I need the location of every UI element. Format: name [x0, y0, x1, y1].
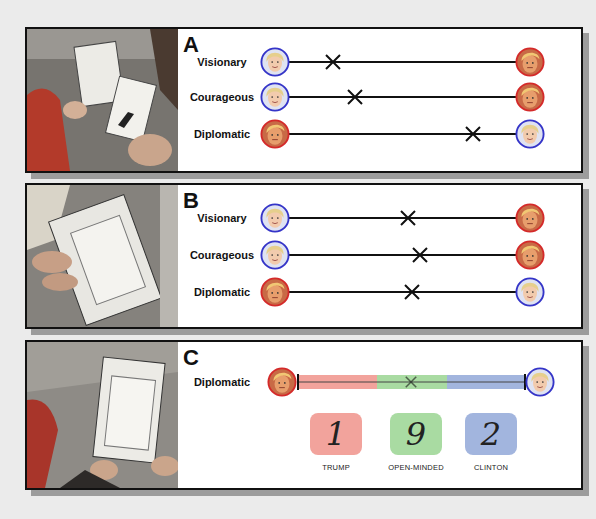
sleeve	[150, 29, 178, 110]
hand	[151, 456, 178, 476]
count-number: 1	[310, 413, 362, 455]
hand	[32, 251, 72, 273]
count-number: 9	[390, 413, 442, 455]
trump-face	[516, 48, 543, 75]
clinton-face	[261, 83, 288, 110]
trait-label: Diplomatic	[182, 375, 262, 389]
cross-mark	[466, 127, 480, 141]
clinton-face	[261, 241, 288, 268]
clinton-face	[261, 204, 288, 231]
trait-label: Diplomatic	[182, 285, 262, 299]
survey-sheet	[104, 376, 155, 450]
red-scarf	[27, 89, 70, 171]
scale-line	[289, 217, 516, 219]
trait-label: Visionary	[182, 55, 262, 69]
hand	[128, 134, 172, 166]
scale-line	[289, 133, 516, 135]
clinton-face	[516, 120, 543, 147]
trait-label: Courageous	[182, 248, 262, 262]
scale-tick	[297, 374, 299, 390]
scale-line	[289, 61, 516, 63]
scale-line	[289, 96, 516, 98]
category-label: CLINTON	[474, 463, 508, 472]
clinton-face	[526, 368, 553, 395]
pavement	[27, 29, 178, 171]
trump-face	[516, 204, 543, 231]
count-number: 2	[465, 413, 517, 455]
clipboard	[93, 357, 165, 463]
figure-panel: A	[25, 27, 583, 173]
panel-letter: A	[183, 32, 199, 58]
category-label: OPEN-MINDED	[388, 463, 444, 472]
category-label: TRUMP	[322, 463, 350, 472]
panel-background	[25, 340, 583, 490]
pavement	[160, 185, 178, 327]
sleeve	[60, 470, 120, 488]
survey-photo	[27, 342, 178, 488]
survey-sheet	[71, 215, 146, 304]
figure-panel: C1TRUMP9OPEN-MINDED2CLINTON	[25, 340, 583, 490]
scale-line	[289, 291, 516, 293]
pen	[118, 112, 134, 128]
trump-face	[516, 241, 543, 268]
trump-face	[261, 120, 288, 147]
hand	[42, 273, 78, 291]
trait-label: Visionary	[182, 211, 262, 225]
panel-letter: B	[183, 188, 199, 214]
cross-mark	[326, 55, 340, 69]
panel-background	[25, 183, 583, 329]
category-box: 9OPEN-MINDED	[390, 413, 442, 455]
panel-background	[25, 27, 583, 173]
survey-photo	[27, 185, 178, 327]
panel-letter: C	[183, 345, 199, 371]
trait-label: Diplomatic	[182, 127, 262, 141]
clinton-face	[516, 278, 543, 305]
survey-photo	[27, 29, 178, 171]
pavement	[27, 342, 178, 488]
trait-label: Courageous	[182, 90, 262, 104]
clinton-face	[261, 48, 288, 75]
scale-line	[289, 254, 516, 256]
trump-face	[268, 368, 295, 395]
trump-face	[516, 83, 543, 110]
red-scarf	[27, 399, 58, 488]
category-box: 2CLINTON	[465, 413, 517, 455]
hand	[63, 101, 87, 119]
cross-mark	[401, 211, 415, 225]
clipboard	[106, 76, 157, 141]
cross-mark	[348, 90, 362, 104]
cross-mark	[413, 248, 427, 262]
figure-panel: B	[25, 183, 583, 329]
cross-mark	[405, 285, 419, 299]
cross-mark	[406, 377, 417, 388]
pavement	[27, 185, 178, 327]
category-box: 1TRUMP	[310, 413, 362, 455]
trump-face	[261, 278, 288, 305]
